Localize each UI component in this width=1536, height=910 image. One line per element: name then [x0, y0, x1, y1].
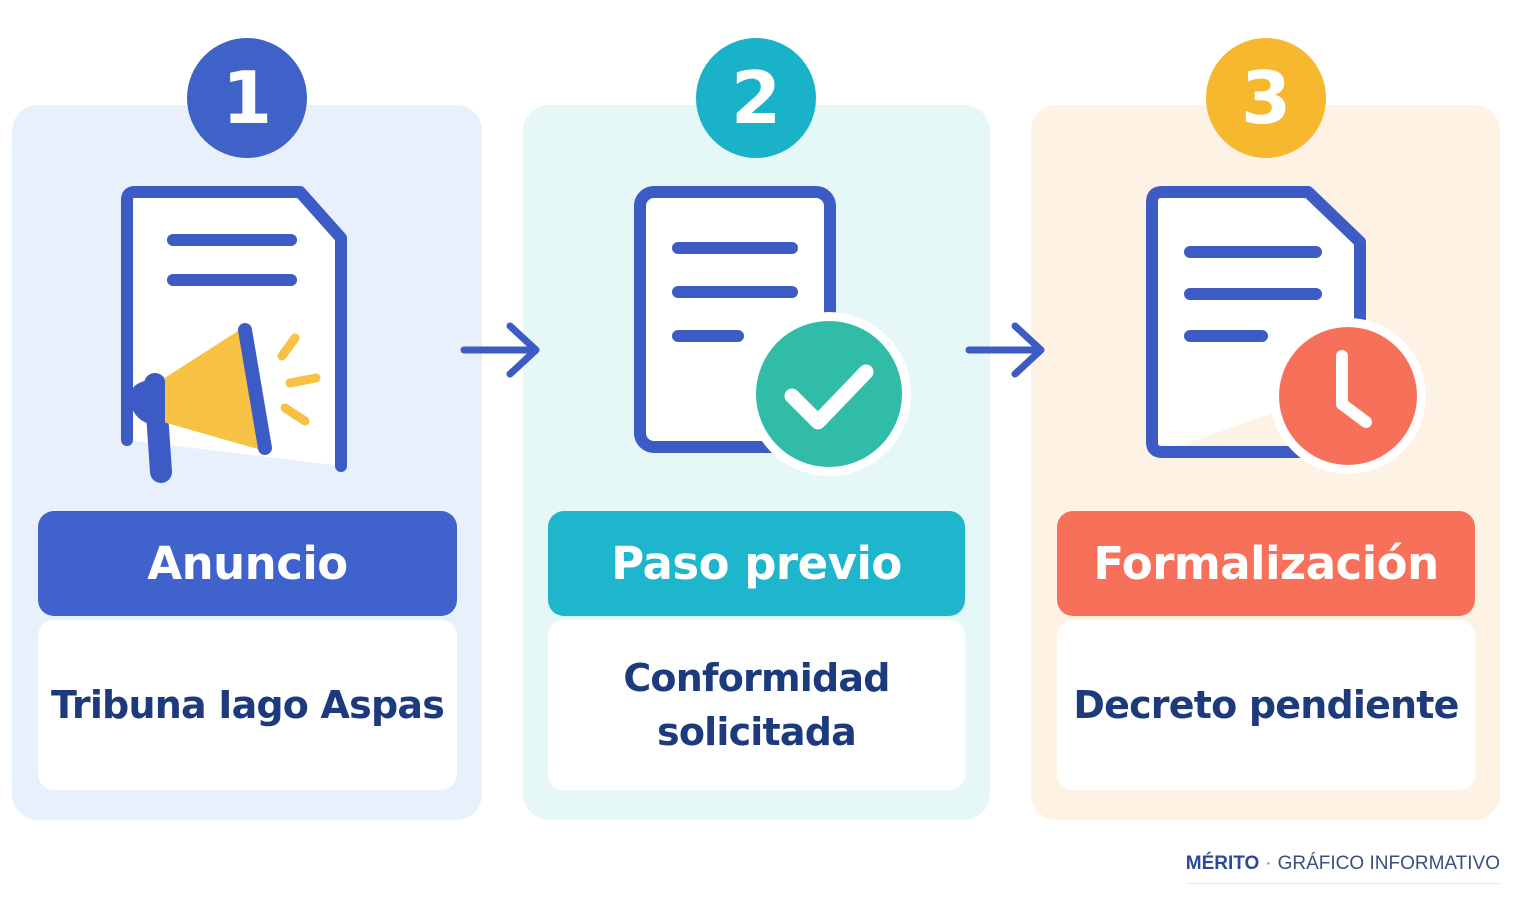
step-1-number-badge: 1 [187, 38, 307, 158]
footer-separator: · [1265, 853, 1272, 874]
step-1-description: Tribuna Iago Aspas [38, 620, 457, 790]
step-3-description: Decreto pendiente [1057, 620, 1475, 790]
document-check-icon [634, 186, 911, 476]
arrow-right-icon [460, 322, 540, 378]
document-clock-icon [1146, 186, 1426, 474]
step-2-title: Paso previo [548, 511, 965, 616]
step-3-title: Formalización [1057, 511, 1475, 616]
step-2-description: Conformidad solicitada [548, 620, 965, 790]
document-megaphone-icon [121, 186, 347, 483]
step-2-description-line: solicitada [657, 710, 857, 754]
step-2-description-line: Conformidad [623, 656, 890, 700]
step-2-number-badge: 2 [696, 38, 816, 158]
step-1-description-line: Tribuna Iago Aspas [50, 683, 445, 727]
footer-credit: MÉRITO·GRÁFICO INFORMATIVO [1185, 853, 1500, 884]
step-1-title: Anuncio [38, 511, 457, 616]
footer-brand: MÉRITO [1185, 853, 1260, 874]
footer-caption: GRÁFICO INFORMATIVO [1277, 853, 1500, 874]
step-3-description-line: Decreto pendiente [1073, 683, 1459, 727]
arrow-right-icon [965, 322, 1045, 378]
step-3-number-badge: 3 [1206, 38, 1326, 158]
